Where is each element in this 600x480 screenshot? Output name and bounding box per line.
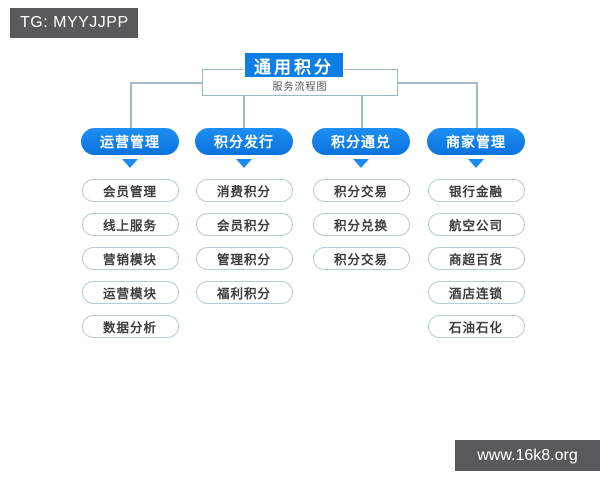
item-pill: 积分交易	[312, 247, 410, 270]
root-title-box: 通用积分	[243, 51, 345, 79]
connector-mid-vertical-2	[361, 95, 363, 128]
arrow-down-icon	[122, 159, 138, 168]
category-header: 运营管理	[81, 128, 179, 155]
column-4: 商家管理银行金融航空公司商超百货酒店连锁石油石化	[427, 128, 525, 338]
item-pill: 酒店连锁	[427, 281, 525, 304]
tg-watermark-banner: TG: MYYJJPP	[10, 8, 138, 38]
item-list: 会员管理线上服务营销模块运营模块数据分析	[81, 179, 179, 338]
item-pill: 积分交易	[312, 179, 410, 202]
root-subtitle: 服务流程图	[272, 82, 328, 93]
connector-left-vertical	[130, 82, 132, 128]
column-2: 积分发行消费积分会员积分管理积分福利积分	[195, 128, 293, 304]
site-watermark-banner: www.16k8.org	[455, 440, 600, 471]
arrow-down-icon	[236, 159, 252, 168]
item-pill: 运营模块	[81, 281, 179, 304]
category-header: 商家管理	[427, 128, 525, 155]
item-pill: 福利积分	[195, 281, 293, 304]
category-header: 积分发行	[195, 128, 293, 155]
item-pill: 银行金融	[427, 179, 525, 202]
item-pill: 积分兑换	[312, 213, 410, 236]
item-pill: 营销模块	[81, 247, 179, 270]
item-pill: 航空公司	[427, 213, 525, 236]
item-list: 消费积分会员积分管理积分福利积分	[195, 179, 293, 304]
arrow-down-icon	[353, 159, 369, 168]
arrow-down-icon	[468, 159, 484, 168]
connector-right-horizontal	[398, 82, 476, 84]
item-pill: 管理积分	[195, 247, 293, 270]
column-3: 积分通兑积分交易积分兑换积分交易	[312, 128, 410, 270]
category-header: 积分通兑	[312, 128, 410, 155]
connector-right-vertical	[476, 82, 478, 128]
item-pill: 会员积分	[195, 213, 293, 236]
item-pill: 线上服务	[81, 213, 179, 236]
column-1: 运营管理会员管理线上服务营销模块运营模块数据分析	[81, 128, 179, 338]
connector-mid-vertical-1	[243, 95, 245, 128]
item-pill: 消费积分	[195, 179, 293, 202]
item-pill: 数据分析	[81, 315, 179, 338]
item-pill: 会员管理	[81, 179, 179, 202]
item-list: 银行金融航空公司商超百货酒店连锁石油石化	[427, 179, 525, 338]
item-pill: 商超百货	[427, 247, 525, 270]
item-pill: 石油石化	[427, 315, 525, 338]
item-list: 积分交易积分兑换积分交易	[312, 179, 410, 270]
connector-left-horizontal	[130, 82, 202, 84]
